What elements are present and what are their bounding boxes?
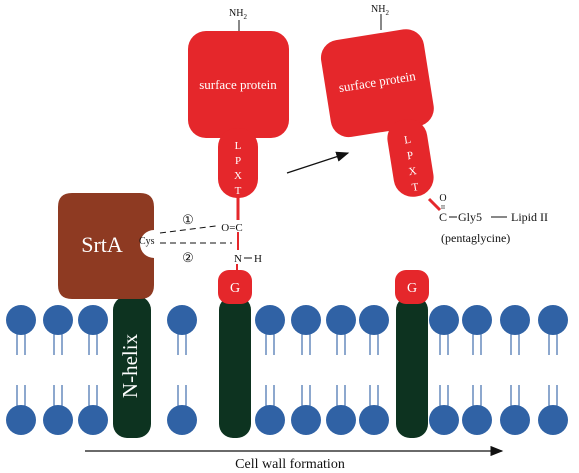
right-lpxt-t: T [411,181,420,194]
lipid-head-bottom [6,405,36,435]
gly5-label: Gly5 [458,210,482,224]
lipid-head-top [6,305,36,335]
pentaglycine-label: (pentaglycine) [441,231,510,245]
cys-label: Cys [139,236,155,247]
nhelix-label: N-helix [118,333,142,398]
left-lpxt-x: X [234,170,242,182]
lipid-head-bottom [78,405,108,435]
left-surface-protein-label: surface protein [199,77,277,92]
right-lpxt-segment [387,118,434,197]
lipid-head-top [462,305,492,335]
dashed-bond-1 [159,225,217,234]
lipid-heads-top-row [6,305,568,335]
lipid-head-top [538,305,568,335]
left-lpxt-l: L [235,140,242,152]
lipid-head-top [43,305,73,335]
lipid-head-top [291,305,321,335]
step-1-label: ① [182,212,194,227]
srta-enzyme [58,193,154,299]
lipid-head-top [255,305,285,335]
lipid-ii-label: Lipid II [511,210,548,224]
amide-h-label: H [254,253,262,265]
carbonyl-label: O=C [221,222,242,234]
amide-n-label: N [234,253,242,265]
cell-wall-label: Cell wall formation [235,457,345,472]
ester-c-label: C [439,210,447,224]
ester-double-bond: II [441,205,445,211]
right-protein-anchor [396,296,428,438]
step-2-label: ② [182,250,194,265]
ester-o-label: O [439,193,446,204]
right-lpxt-l: L [403,134,412,147]
lipid-head-bottom [429,405,459,435]
lipid-head-bottom [462,405,492,435]
lipid-head-bottom [500,405,530,435]
lipid-head-top [500,305,530,335]
left-lpxt-segment [218,128,258,198]
right-lpxt-x: X [408,165,418,178]
lipid-head-bottom [43,405,73,435]
reaction-arrow [286,151,350,174]
lipid-head-top [78,305,108,335]
glycine-left [218,270,252,304]
left-lpxt-t: T [235,185,242,197]
left-lpxt-p: P [235,155,241,167]
lipid-head-top [429,305,459,335]
lipid-heads-bottom-row [6,405,568,435]
lipid-head-top [167,305,197,335]
right-linker [427,197,442,212]
left-protein-anchor [219,296,251,438]
nhelix-anchor [113,296,151,438]
right-protein-group: surface protein L P X T [320,29,434,197]
right-amine-label: NH2 [371,4,389,17]
lipid-tails [16,328,558,412]
lipid-head-top [326,305,356,335]
left-amine-label: NH2 [229,8,247,21]
lipid-head-bottom [359,405,389,435]
lipid-head-top [359,305,389,335]
lipid-head-bottom [167,405,197,435]
left-surface-protein [188,31,289,138]
lipid-head-bottom [255,405,285,435]
right-lpxt-p: P [406,150,414,163]
lipid-head-bottom [538,405,568,435]
glycine-left-label: G [230,281,240,296]
glycine-right [395,270,429,304]
srta-label: SrtA [81,232,123,257]
right-surface-protein [320,29,434,138]
lipid-head-bottom [326,405,356,435]
lipid-head-bottom [291,405,321,435]
glycine-right-label: G [407,281,417,296]
